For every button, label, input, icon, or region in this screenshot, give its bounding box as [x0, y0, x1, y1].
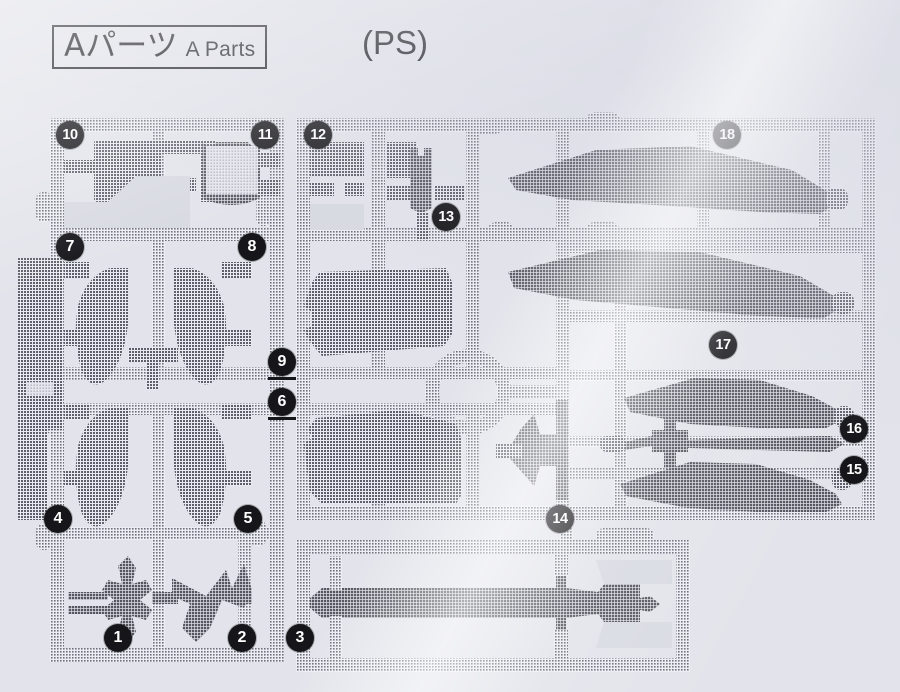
- part-shape-7: [64, 262, 128, 385]
- part-number-badge-3: 3: [286, 624, 314, 652]
- part-number-label: 9: [277, 353, 287, 370]
- part-shape-17-blade: [624, 378, 854, 428]
- part-shape-11: [202, 142, 280, 205]
- part-number-badge-16: 16: [840, 415, 868, 443]
- part-number-badge-5: 5: [234, 505, 262, 533]
- part-number-badge-14: 14: [546, 505, 574, 533]
- part-number-badge-13: 13: [432, 203, 460, 231]
- part-number-label: 11: [257, 126, 273, 143]
- part-number-underline-9: [268, 377, 296, 380]
- part-number-badge-8: 8: [238, 233, 266, 261]
- part-shape-6-plate: [304, 410, 462, 504]
- part-number-label: 16: [846, 420, 862, 437]
- part-number-underline-6: [268, 417, 296, 420]
- part-number-label: 2: [237, 629, 247, 646]
- part-number-badge-12: 12: [304, 121, 332, 149]
- material-label: (PS): [362, 24, 428, 61]
- part-number-label: 8: [247, 238, 257, 255]
- part-number-label: 13: [438, 208, 454, 225]
- part-number-badge-17: 17: [709, 331, 737, 359]
- part-number-label: 6: [277, 393, 287, 410]
- part-number-badge-2: 2: [228, 624, 256, 652]
- part-number-label: 1: [113, 629, 123, 646]
- part-number-label: 17: [715, 336, 731, 353]
- title-japanese: Aパーツ: [64, 28, 178, 64]
- part-number-badge-1: 1: [104, 624, 132, 652]
- part-shape-7b: [64, 404, 128, 527]
- part-number-label: 4: [53, 510, 63, 527]
- part-number-badge-15: 15: [840, 456, 868, 484]
- part-shape-12-group: [310, 142, 420, 230]
- part-shape-10-group: [64, 140, 216, 228]
- part-number-label: 14: [552, 510, 568, 527]
- part-number-badge-4: 4: [44, 505, 72, 533]
- part-number-label: 12: [310, 126, 326, 143]
- part-number-badge-7: 7: [56, 233, 84, 261]
- part-number-label: 7: [65, 238, 75, 255]
- part-number-badge-11: 11: [251, 121, 279, 149]
- part-shape-9-plate: [304, 268, 452, 356]
- part-number-badge-18: 18: [713, 121, 741, 149]
- part-number-badge-9: 9: [268, 348, 296, 376]
- title-english: A Parts: [185, 38, 256, 61]
- part-shape-3-longsword: [310, 554, 672, 658]
- part-number-label: 15: [846, 461, 862, 478]
- title-box: Aパーツ A Parts: [52, 25, 268, 69]
- page-header: Aパーツ A Parts (PS): [0, 0, 900, 96]
- part-number-label: 3: [295, 629, 305, 646]
- part-number-badge-10: 10: [56, 121, 84, 149]
- part-number-label: 5: [243, 510, 253, 527]
- part-number-badge-6: 6: [268, 388, 296, 416]
- part-number-label: 10: [62, 126, 78, 143]
- part-number-label: 18: [719, 126, 735, 143]
